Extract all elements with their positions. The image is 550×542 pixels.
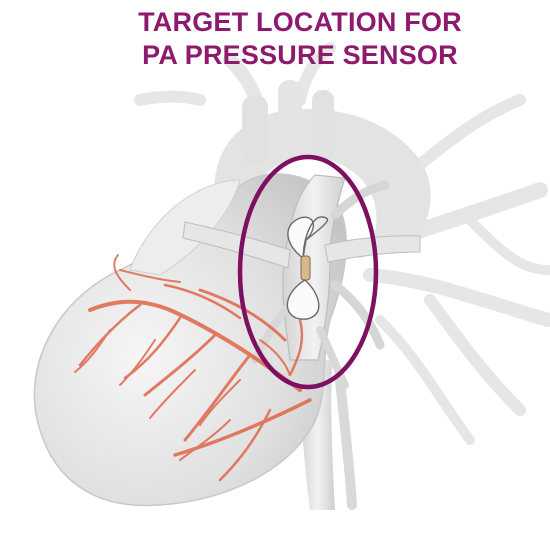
diagram-title: TARGET LOCATION FOR PA PRESSURE SENSOR [0, 6, 550, 72]
title-line-2: PA PRESSURE SENSOR [0, 39, 550, 72]
title-line-1: TARGET LOCATION FOR [0, 6, 550, 39]
